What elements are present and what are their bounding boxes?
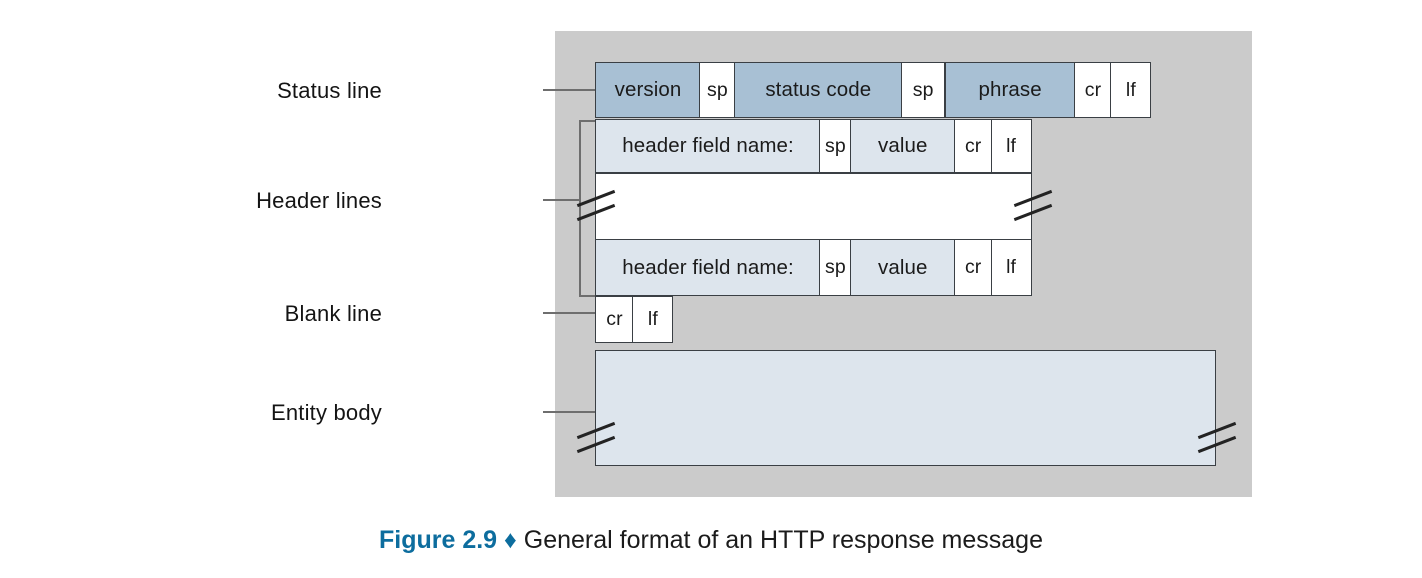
status-line-field-lf: lf [1110,62,1152,118]
figure-number: Figure 2.9 [379,526,498,554]
caption-diamond-icon: ♦ [504,526,517,554]
header-line-last-field-value: value [849,239,956,296]
blank-line-field-cr: cr [595,295,634,343]
leader-blank-line [543,312,595,314]
label-entity-body: Entity body [270,400,382,425]
leader-entity-body [543,411,595,413]
header-line-first-field-value: value [849,119,956,173]
status-line-field-sp-1: sp [699,62,736,118]
header-lines-bracket [579,120,596,297]
status-line-field-sp-2: sp [901,62,946,118]
label-status-line: Status line [277,78,382,103]
label-blank-line: Blank line [284,301,382,326]
blank-line-field-lf: lf [632,295,674,343]
header-line-first-field-cr: cr [954,119,993,173]
label-header-lines: Header lines [256,188,382,213]
entity-body-box [595,350,1216,466]
leader-status-line [543,89,595,91]
header-line-last-field-cr: cr [954,239,993,296]
header-line-last-field-sp: sp [819,239,852,296]
status-line-field-phrase: phrase [944,62,1076,118]
header-line-last-field-name: header field name: [595,239,821,296]
header-line-last-field-lf: lf [990,239,1032,296]
status-line-field-status-code: status code [733,62,903,118]
leader-header-lines [543,199,580,201]
figure-caption: Figure 2.9 ♦ General format of an HTTP r… [0,526,1422,555]
header-line-first-field-lf: lf [990,119,1032,173]
status-line-field-cr: cr [1074,62,1112,118]
header-line-first-field-sp: sp [819,119,852,173]
caption-text: General format of an HTTP response messa… [523,526,1043,554]
status-line-field-version: version [595,62,701,118]
header-line-first-field-name: header field name: [595,119,821,173]
header-lines-ellipsis-row [595,172,1032,240]
